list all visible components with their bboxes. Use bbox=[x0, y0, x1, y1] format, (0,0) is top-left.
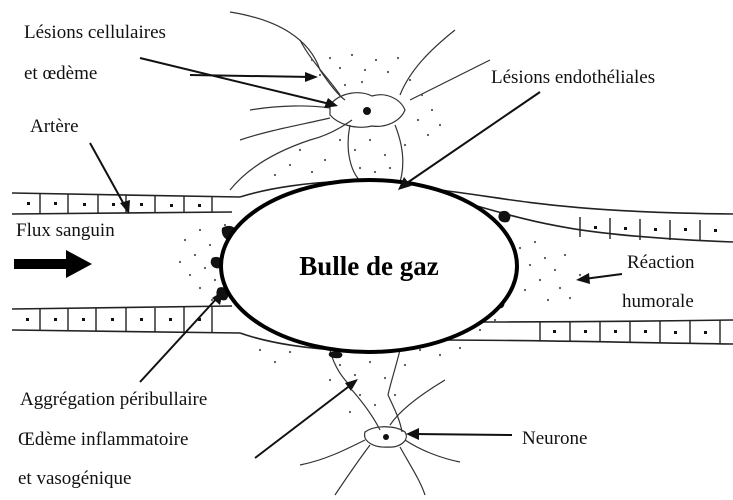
lower-left-endothelial-cells bbox=[26, 307, 212, 332]
label-neurone: Neurone bbox=[522, 428, 587, 449]
label-aggregation: Aggrégation péribullaire bbox=[20, 389, 207, 410]
lower-wall-left-outer bbox=[12, 306, 232, 309]
label-lesions-endotheliales: Lésions endothéliales bbox=[491, 67, 655, 88]
arrow-aggregation bbox=[140, 297, 218, 382]
lower-wall-right-inner bbox=[440, 340, 733, 344]
upper-wall-left-inner bbox=[12, 212, 232, 214]
upper-cell-tissue bbox=[230, 12, 490, 190]
label-lesions-cellulaires: Lésions cellulaires bbox=[24, 22, 166, 43]
label-vasogenique: et vasogénique bbox=[18, 468, 131, 489]
neuron-nucleus bbox=[383, 434, 389, 440]
label-flux-sanguin: Flux sanguin bbox=[16, 220, 115, 241]
neuron-tissue bbox=[300, 350, 460, 495]
arrow-neurone bbox=[414, 434, 512, 435]
label-reaction: Réaction bbox=[627, 252, 695, 273]
bubble-label: Bulle de gaz bbox=[299, 251, 439, 281]
arrow-lesions-endotheliales bbox=[404, 92, 540, 185]
upper-damaged-cell-nucleus bbox=[363, 107, 371, 115]
arrow-oedeme-inflammatoire bbox=[255, 384, 352, 458]
lower-wall-right-outer bbox=[470, 320, 733, 322]
arrow-lesions-cellulaires bbox=[140, 58, 330, 104]
label-oedeme-inflammatoire: Œdème inflammatoire bbox=[18, 429, 188, 450]
arrow-reaction-humorale bbox=[584, 274, 622, 279]
label-artere: Artère bbox=[30, 116, 79, 137]
lower-right-endothelial-cells bbox=[540, 320, 720, 344]
arrow-oedeme bbox=[190, 75, 312, 77]
upper-oedema-stipple bbox=[274, 54, 441, 176]
label-oedeme: et œdème bbox=[24, 63, 97, 84]
label-humorale: humorale bbox=[622, 291, 694, 312]
arrow-artere bbox=[90, 143, 126, 208]
flow-arrow bbox=[14, 250, 92, 278]
